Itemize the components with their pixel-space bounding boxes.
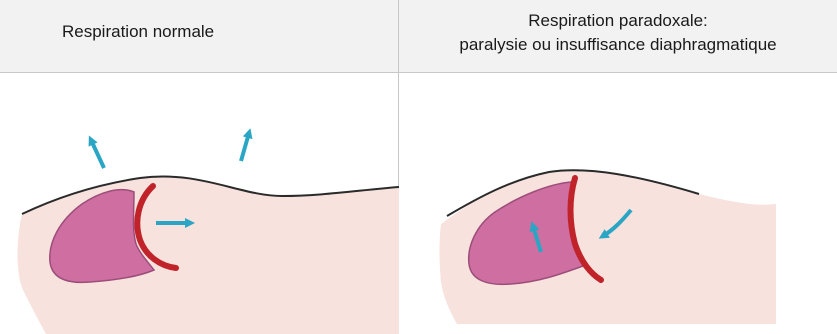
normal-breathing-illustration <box>0 0 399 334</box>
panel-paradoxical: Respiration paradoxale: paralysie ou ins… <box>399 0 837 334</box>
paradoxical-breathing-illustration <box>399 0 837 334</box>
panel-normal: Respiration normale <box>0 0 399 334</box>
arrow-up-left <box>91 140 104 168</box>
arrow-up-right <box>241 133 249 161</box>
